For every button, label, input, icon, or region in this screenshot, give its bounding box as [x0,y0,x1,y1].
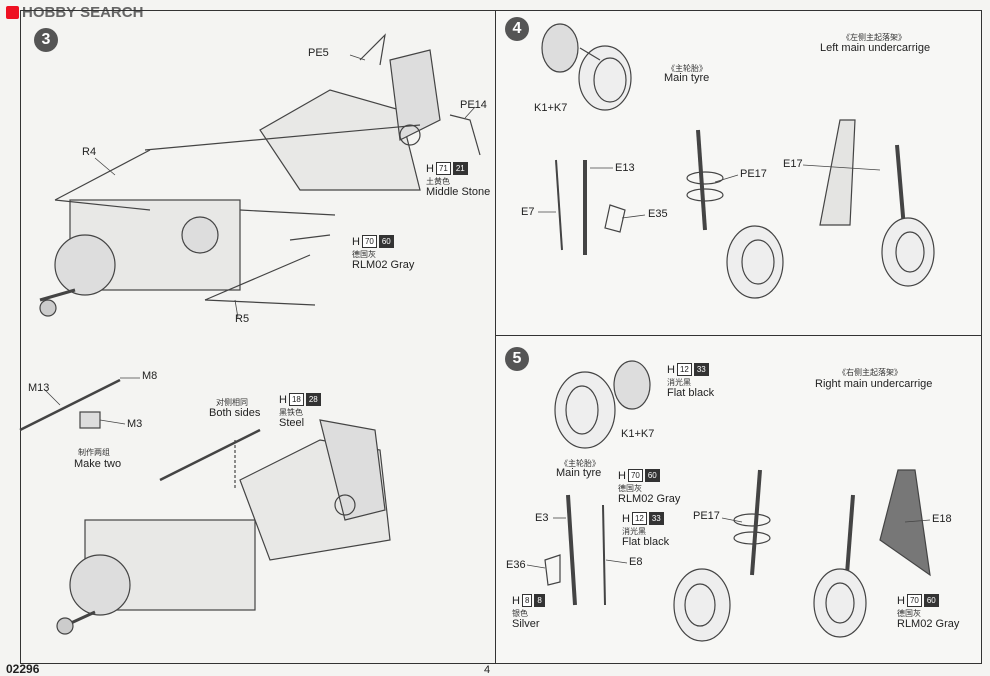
paint-h70-cover-cn: 德国灰 [897,609,921,618]
both-sides-cn: 对侧相同 [216,398,248,407]
step4-label-e17: E17 [783,158,803,170]
product-code: 02296 [6,662,40,676]
label-m3: M3 [127,418,143,430]
paint-h70-step3-cn: 德国灰 [352,250,376,259]
step-4-number: 4 [505,17,529,41]
step4-label-k1k7: K1+K7 [534,102,568,114]
both-sides-en: Both sides [209,407,261,419]
step5-label-e18: E18 [932,513,952,525]
paint-h71-cn: 土黄色 [426,177,450,186]
logo-text: HOBBY SEARCH [22,4,144,21]
label-m13: M13 [28,382,50,394]
engine-lower-drawing [19,378,391,635]
step4-title-cn: 《左侧主起落架》 [842,33,906,42]
label-pe14: PE14 [460,99,487,111]
step4-main-tyre-en: Main tyre [664,72,710,84]
page-number: 4 [484,664,491,676]
step-5-number: 5 [505,347,529,371]
step5-main-tyre-en: Main tyre [556,467,602,479]
engine-upper-drawing [39,33,481,317]
step4-label-e13: E13 [615,162,635,174]
step5-label-k1k7: K1+K7 [621,428,655,440]
logo-mark-icon [6,6,19,19]
step5-label-e36: E36 [506,559,526,571]
step4-main-tyre-cn: 《主轮胎》 [667,64,707,73]
label-m8: M8 [142,370,158,382]
step-5-drawing [544,360,931,642]
paint-h70-cover: H 70 60 [897,594,939,607]
step4-title-en: Left main undercarrige [820,42,931,54]
hobby-search-logo: HOBBY SEARCH [6,4,143,21]
paint-h70-strut: H 70 60 [618,469,660,482]
step4-label-e7: E7 [521,206,535,218]
step-4-drawing [541,23,935,299]
label-r5: R5 [235,313,250,325]
step5-main-tyre-cn: 《主轮胎》 [560,459,600,468]
paint-h70-strut-cn: 德国灰 [618,484,642,493]
step5-label-e8: E8 [629,556,643,568]
paint-h12-tyre-en: Flat black [667,387,715,399]
step5-label-pe17: PE17 [693,510,720,522]
paint-h18-en: Steel [279,417,305,429]
left-panel-border [20,10,496,664]
step5-label-e3: E3 [535,512,549,524]
make-two-cn: 制作两组 [78,448,110,457]
paint-h8-cn: 银色 [512,609,528,618]
paint-h8: H 8 8 [512,594,545,607]
paint-h12-tyre-cn: 消光黑 [667,378,691,387]
step-3-number: 3 [34,28,58,52]
label-pe5: PE5 [308,47,329,59]
paint-h8-en: Silver [512,618,540,630]
paint-h71-en: Middle Stone [426,186,491,198]
paint-h70-cover-en: RLM02 Gray [897,618,960,630]
paint-h12-strut-en: Flat black [622,536,670,548]
paint-h70-step3-en: RLM02 Gray [352,259,415,271]
label-r4: R4 [82,146,97,158]
paint-h70-strut-en: RLM02 Gray [618,493,681,505]
paint-h18-cn: 黑铁色 [279,408,303,417]
paint-h18: H 18 28 [279,393,321,406]
paint-h12-tyre: H 12 33 [667,363,709,376]
step5-title-cn: 《右侧主起落架》 [838,368,902,377]
make-two-en: Make two [74,458,122,470]
step5-title-en: Right main undercarrige [815,378,933,390]
step4-label-e35: E35 [648,208,668,220]
paint-h12-strut: H 12 33 [622,512,664,525]
paint-h12-strut-cn: 消光黑 [622,527,646,536]
paint-h71: H 71 21 [426,162,468,175]
step4-label-pe17: PE17 [740,168,767,180]
paint-h70-step3: H 70 60 [352,235,394,248]
